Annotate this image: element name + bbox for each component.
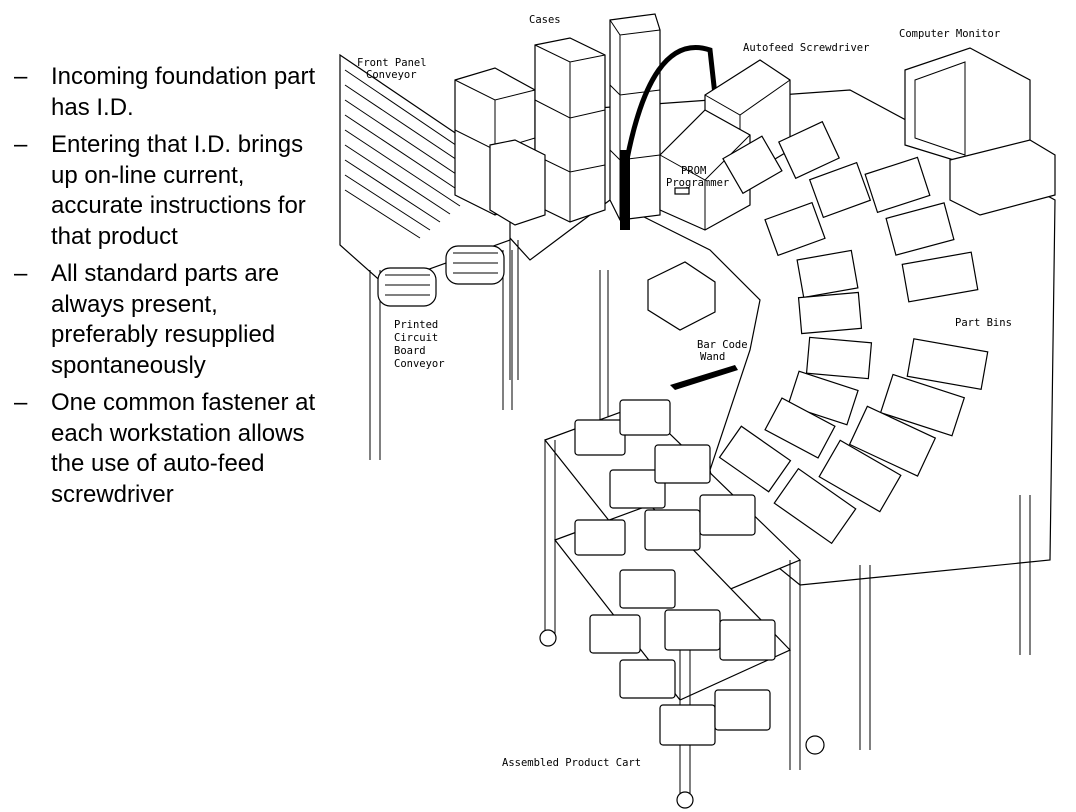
autofeed-screwdriver-tool (620, 150, 630, 230)
front-panel-conveyor (339, 53, 519, 460)
bullet-item: –Entering that I.D. brings up on-line cu… (14, 130, 329, 252)
loose-case (647, 261, 716, 331)
label-autofeed-screwdriver: Autofeed Screwdriver (743, 42, 869, 54)
bar-code-wand (670, 365, 738, 390)
bullet-dash: – (14, 63, 28, 90)
assembled-product-cart (539, 399, 825, 809)
bullet-text: Entering that I.D. brings up on-line cur… (51, 131, 306, 250)
bullet-item: –All standard parts are always present, … (14, 259, 329, 381)
label-part-bins: Part Bins (955, 317, 1012, 329)
bullet-text: One common fastener at each workstation … (51, 389, 316, 508)
label-assembled-product-cart: Assembled Product Cart (502, 757, 641, 769)
label-cases: Cases (529, 14, 561, 26)
pcb-conveyor (377, 245, 505, 307)
label-bar-code-wand-line1: Bar Code (697, 339, 748, 351)
workstation-illustration: Cases Front Panel Conveyor Autofeed Scre… (339, 13, 1056, 809)
label-bar-code-wand-line2: Wand (700, 351, 725, 363)
label-printed-circuit-line1: Printed (394, 319, 438, 331)
bullet-text: Incoming foundation part has I.D. (51, 63, 316, 121)
bullet-text: All standard parts are always present, p… (51, 260, 280, 379)
bullet-dash: – (14, 260, 28, 287)
bullet-item: –Incoming foundation part has I.D. (14, 62, 329, 123)
bullet-dash: – (14, 131, 28, 158)
part-bins (718, 120, 989, 545)
bullet-list: –Incoming foundation part has I.D. –Ente… (14, 62, 329, 517)
label-printed-circuit-line3: Board (394, 345, 426, 357)
bullet-item: –One common fastener at each workstation… (14, 388, 329, 510)
label-printed-circuit-line4: Conveyor (394, 358, 445, 370)
label-printed-circuit-line2: Circuit (394, 332, 438, 344)
label-computer-monitor: Computer Monitor (899, 28, 1000, 40)
computer-monitor (904, 47, 1056, 216)
prom-programmer (659, 109, 751, 231)
label-front-panel-conveyor-line2: Conveyor (366, 69, 417, 81)
label-prom-programmer-line2: Programmer (666, 177, 729, 189)
table-legs (502, 250, 1031, 750)
label-front-panel-conveyor-line1: Front Panel (357, 57, 427, 69)
bullet-dash: – (14, 389, 28, 416)
screwdriver-hose (622, 45, 718, 171)
label-prom-programmer-line1: PROM (681, 165, 706, 177)
